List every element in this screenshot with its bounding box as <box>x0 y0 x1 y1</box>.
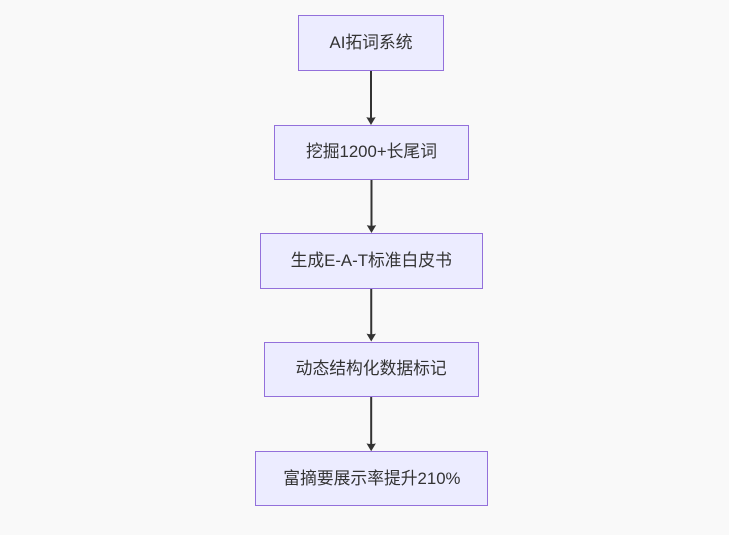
flow-node-step-1: AI拓词系统 <box>298 15 444 71</box>
flow-node-step-4: 动态结构化数据标记 <box>263 341 479 397</box>
flow-node-step-3: 生成E-A-T标准白皮书 <box>259 233 483 289</box>
flow-node-label: 富摘要展示率提升210% <box>283 468 461 488</box>
flow-node-label: 生成E-A-T标准白皮书 <box>290 250 452 270</box>
flow-node-label: 动态结构化数据标记 <box>295 358 447 378</box>
flow-node-label: AI拓词系统 <box>329 32 413 52</box>
flow-node-step-5: 富摘要展示率提升210% <box>255 451 489 507</box>
edge-arrowhead <box>366 225 377 233</box>
edge-arrowhead <box>366 443 376 452</box>
edge-arrowhead <box>366 333 376 342</box>
flow-node-step-2: 挖掘1200+长尾词 <box>274 125 469 180</box>
flow-node-label: 挖掘1200+长尾词 <box>305 142 437 162</box>
edge-arrowhead <box>366 117 376 125</box>
